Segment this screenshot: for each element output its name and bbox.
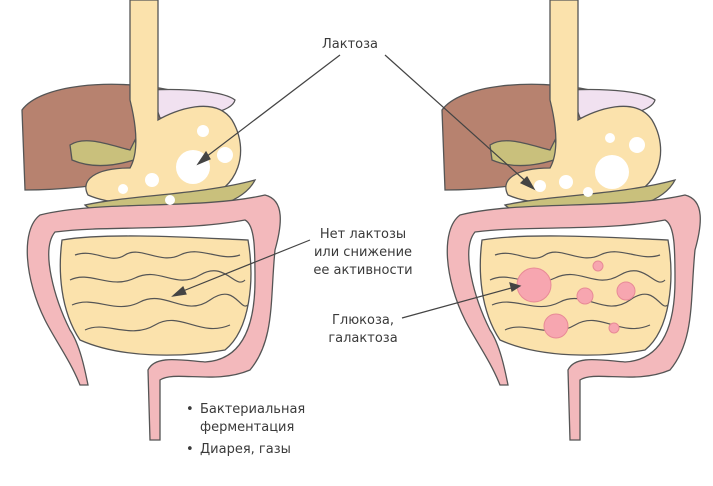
no-lactase-line: или снижение — [313, 245, 413, 260]
products-line: Глюкоза, — [332, 313, 394, 328]
lactose-label: Лактоза — [322, 37, 378, 52]
products-label: Глюкоза, галактоза — [318, 312, 408, 348]
effects-list: Бактериальная ферментация Диарея, газы — [186, 401, 326, 459]
no-lactase-label: Нет лактозы или снижение ее активности — [303, 226, 423, 280]
anatomy-normal-intolerance — [21, 0, 281, 441]
products-line: галактоза — [328, 331, 398, 346]
no-lactase-line: ее активности — [313, 263, 413, 278]
pointer-arrows — [171, 54, 536, 319]
glucose-galactose-molecules — [516, 260, 636, 339]
no-lactase-line: Нет лактозы — [319, 227, 407, 242]
anatomy-normal-digestion — [441, 0, 701, 441]
effect-item: Бактериальная ферментация — [186, 401, 326, 437]
effect-item: Диарея, газы — [186, 441, 326, 459]
lactose-bubbles-right — [534, 133, 645, 197]
